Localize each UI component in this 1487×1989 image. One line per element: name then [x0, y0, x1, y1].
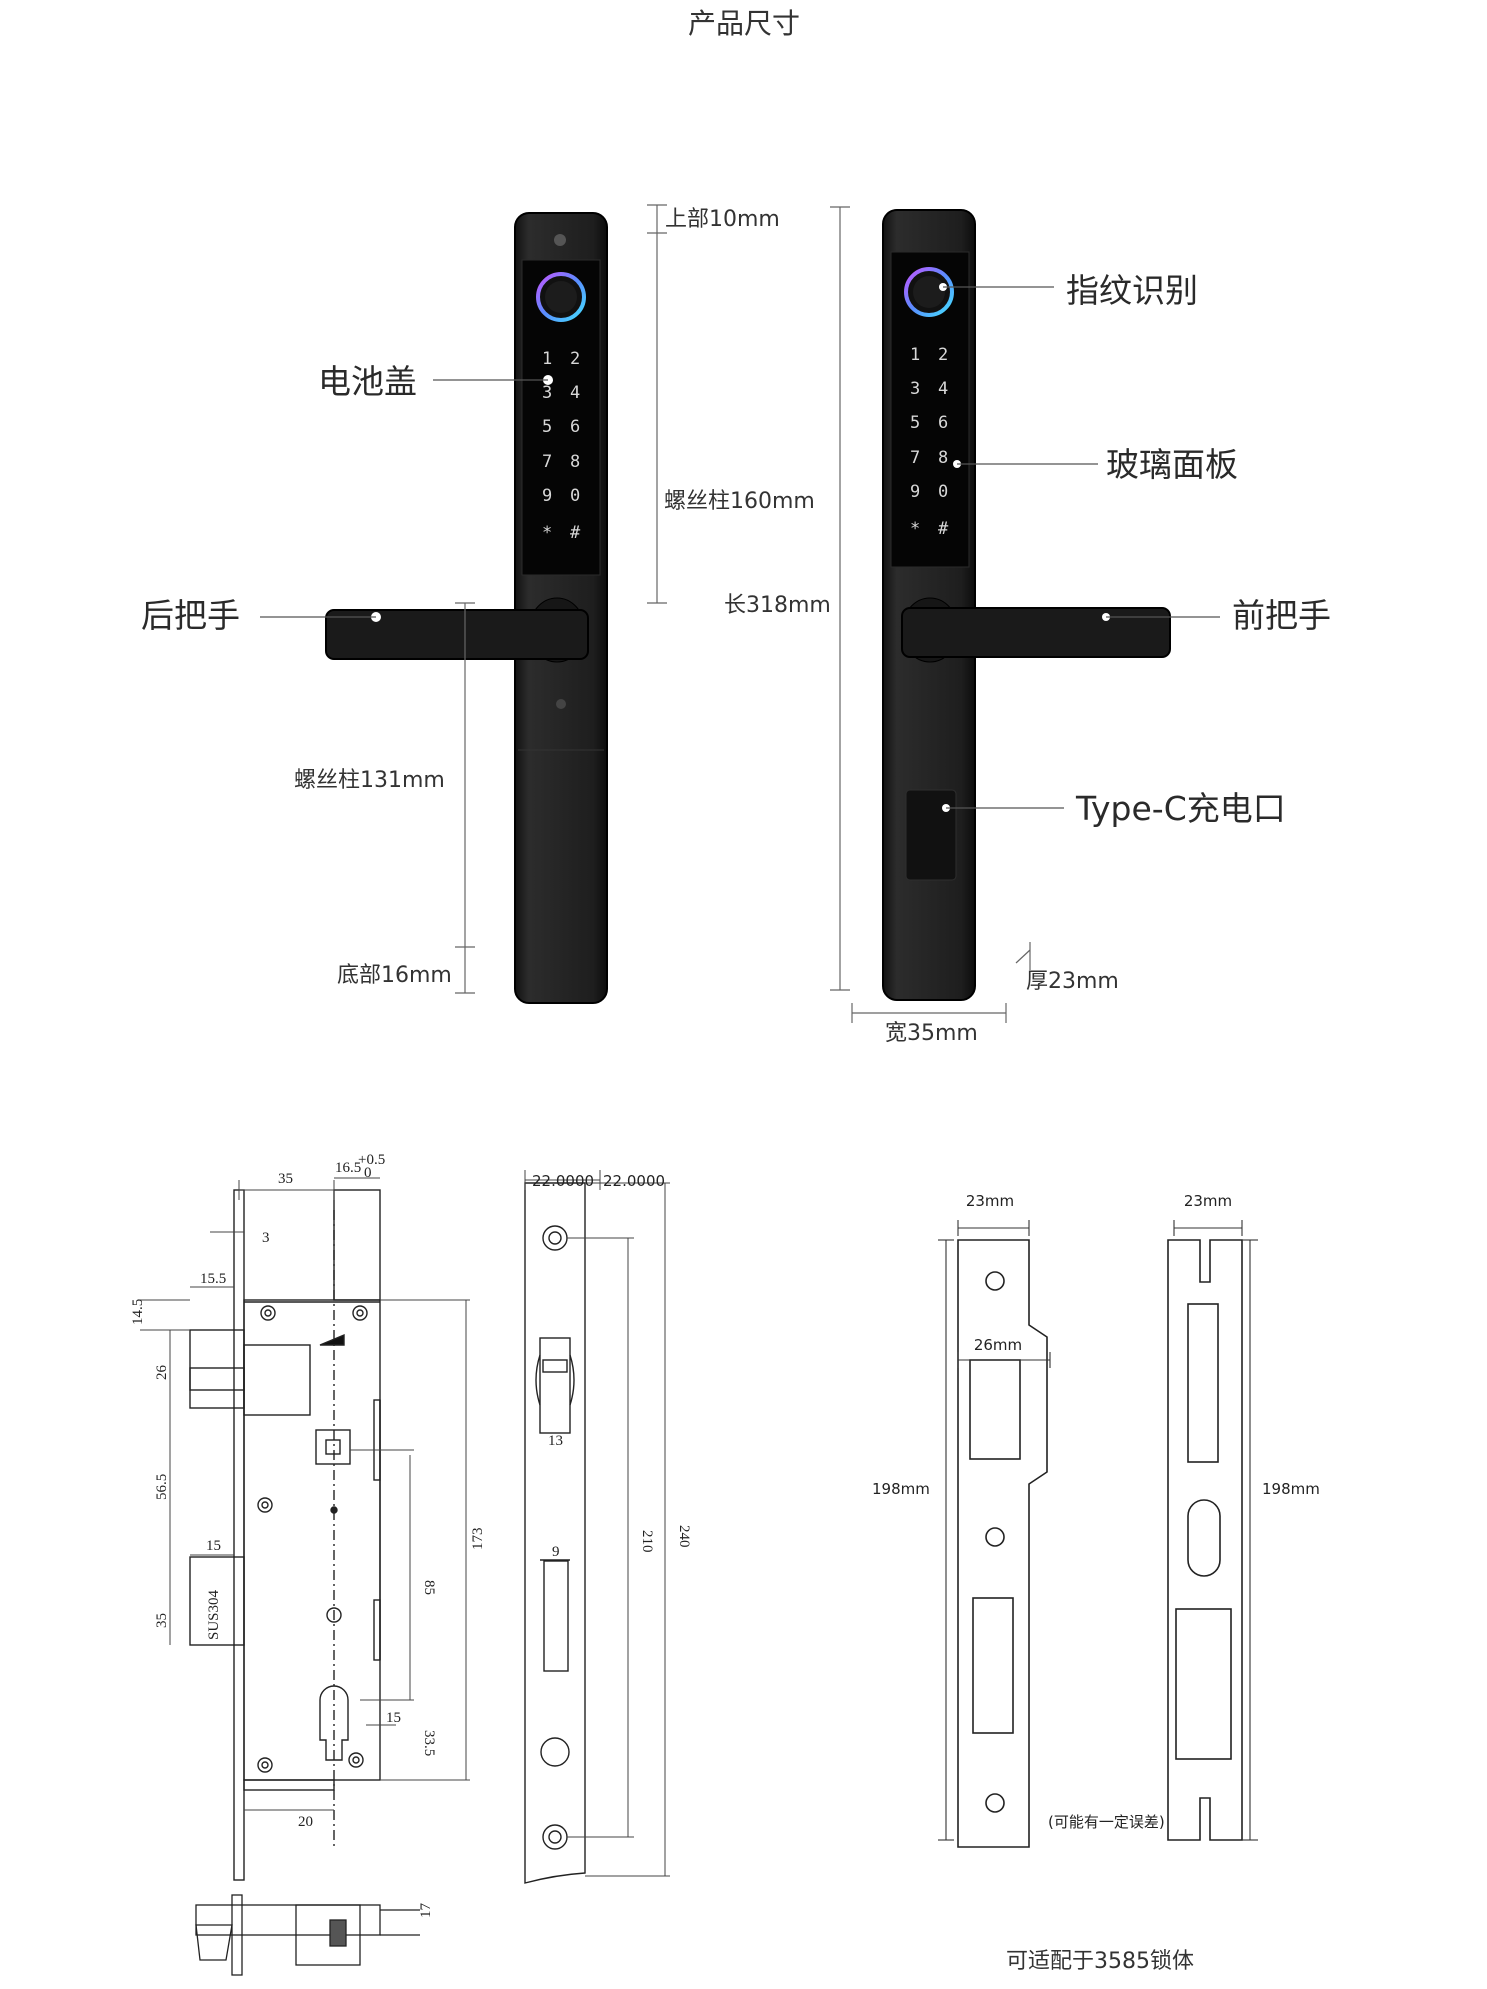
svg-text:198mm: 198mm: [1262, 1480, 1320, 1498]
svg-text:16.5: 16.5: [335, 1160, 361, 1176]
dim-top: 上部10mm: [665, 207, 780, 232]
svg-text:8: 8: [938, 448, 948, 468]
label-fingerprint: 指纹识别: [1066, 271, 1198, 310]
faceplate-dim-texts: 22.0000 22.0000 13 9 210 240: [532, 1172, 692, 1560]
svg-text:2: 2: [570, 349, 580, 369]
svg-text:4: 4: [938, 379, 948, 399]
svg-text:5: 5: [542, 417, 552, 437]
callout-lines: [260, 286, 1220, 809]
svg-text:8: 8: [570, 452, 580, 472]
svg-text:33.5: 33.5: [421, 1730, 437, 1756]
svg-text:17: 17: [418, 1903, 434, 1919]
svg-text:23mm: 23mm: [1184, 1192, 1232, 1210]
label-rear-handle: 后把手: [141, 596, 240, 635]
svg-text:(可能有一定误差): (可能有一定误差): [1048, 1813, 1165, 1831]
svg-text:13: 13: [548, 1433, 563, 1449]
compatible-caption: 可适配于3585锁体: [1006, 1949, 1194, 1974]
label-glass-panel: 玻璃面板: [1106, 445, 1238, 484]
svg-text:#: #: [570, 523, 581, 543]
page-title: 产品尺寸: [688, 7, 800, 40]
svg-text:0: 0: [570, 486, 580, 506]
svg-text:20: 20: [298, 1814, 313, 1830]
dim-length: 长318mm: [724, 593, 831, 618]
mortise-dim-texts: 35 3 16.5 +0.5 0 15.5 14.5 26 56.5 15 35…: [130, 1152, 486, 1918]
svg-text:210: 210: [639, 1530, 655, 1553]
svg-text:35: 35: [278, 1171, 293, 1187]
strike-dim-lines: [938, 1220, 1258, 1841]
svg-text:26: 26: [154, 1365, 170, 1381]
strike-plate-2: [1167, 1239, 1243, 1841]
svg-text:3: 3: [542, 383, 552, 403]
svg-text:#: #: [938, 519, 949, 539]
svg-text:35: 35: [154, 1613, 170, 1628]
dim-screw-post-131: 螺丝柱131mm: [294, 768, 445, 793]
svg-text:9: 9: [910, 482, 920, 502]
svg-text:22.0000: 22.0000: [532, 1172, 594, 1190]
svg-text:3: 3: [910, 379, 920, 399]
svg-text:6: 6: [570, 417, 580, 437]
svg-text:6: 6: [938, 413, 948, 433]
svg-text:SUS304: SUS304: [206, 1589, 222, 1640]
dim-thickness: 厚23mm: [1026, 969, 1119, 994]
label-battery-cover: 电池盖: [318, 362, 417, 401]
faceplate-drawing: [524, 1182, 586, 1884]
mortise-side-view: [195, 1894, 420, 1976]
svg-text:22.0000: 22.0000: [603, 1172, 665, 1190]
svg-text:85: 85: [421, 1580, 437, 1595]
svg-text:7: 7: [910, 448, 920, 468]
dim-screw-post-160: 螺丝柱160mm: [664, 489, 815, 514]
svg-text:*: *: [910, 519, 920, 539]
svg-text:56.5: 56.5: [154, 1474, 170, 1500]
dim-bottom: 底部16mm: [337, 963, 452, 988]
svg-text:3: 3: [262, 1230, 270, 1246]
mortise-lock-drawing: [189, 1189, 381, 1881]
svg-text:1: 1: [910, 345, 920, 365]
svg-text:5: 5: [910, 413, 920, 433]
dim-width: 宽35mm: [885, 1021, 978, 1046]
svg-text:2: 2: [938, 345, 948, 365]
svg-text:14.5: 14.5: [130, 1299, 146, 1325]
svg-text:9: 9: [542, 486, 552, 506]
svg-text:*: *: [542, 523, 552, 543]
svg-text:4: 4: [570, 383, 580, 403]
svg-text:26mm: 26mm: [974, 1336, 1022, 1354]
dimension-lines: [455, 204, 1031, 1023]
strike-plate-1: [957, 1239, 1048, 1848]
strike-dim-texts: 23mm 23mm 26mm 198mm 198mm (可能有一定误差): [872, 1192, 1320, 1831]
svg-text:23mm: 23mm: [966, 1192, 1014, 1210]
faceplate-dim-lines: [524, 1170, 670, 1877]
svg-text:15: 15: [206, 1538, 221, 1554]
mortise-dim-lines: [140, 1177, 470, 1811]
svg-text:7: 7: [542, 452, 552, 472]
type-c-port: [905, 789, 957, 881]
svg-text:0: 0: [364, 1165, 372, 1181]
label-type-c-port: Type-C充电口: [1075, 789, 1286, 828]
svg-text:173: 173: [470, 1528, 486, 1551]
svg-text:198mm: 198mm: [872, 1480, 930, 1498]
svg-text:1: 1: [542, 349, 552, 369]
svg-text:240: 240: [676, 1525, 692, 1548]
label-front-handle: 前把手: [1232, 596, 1331, 635]
svg-text:0: 0: [938, 482, 948, 502]
svg-text:15.5: 15.5: [200, 1271, 226, 1287]
svg-text:15: 15: [386, 1710, 401, 1726]
front-handle: [901, 607, 1171, 658]
svg-text:9: 9: [552, 1544, 560, 1560]
svg-text:+0.5: +0.5: [358, 1152, 385, 1168]
rear-handle: [325, 609, 589, 660]
